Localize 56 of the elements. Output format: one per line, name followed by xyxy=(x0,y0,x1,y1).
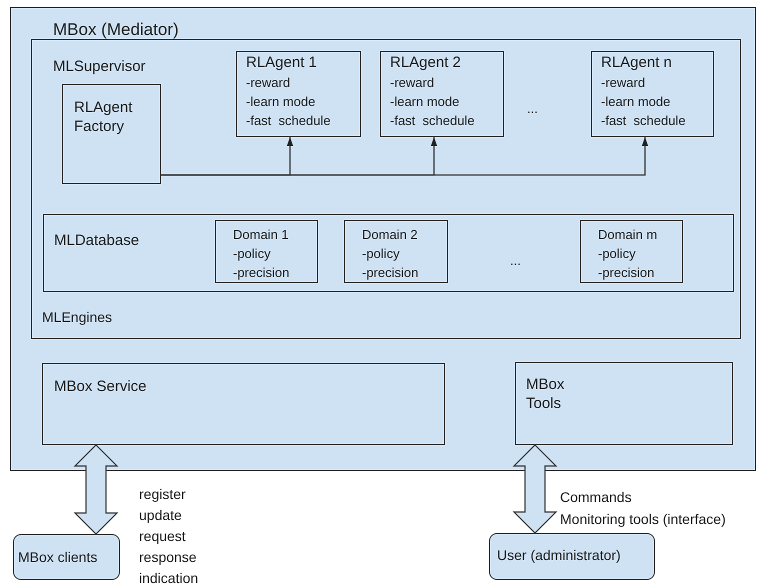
message-text: response xyxy=(139,548,197,566)
node-title: Domain m xyxy=(598,226,658,244)
service-box xyxy=(42,363,445,445)
message-text: update xyxy=(139,506,182,524)
node-attribute: -fast schedule xyxy=(601,112,686,130)
node-attribute: -learn mode xyxy=(601,93,670,111)
agent-box xyxy=(236,51,361,137)
node-attribute: -reward xyxy=(246,74,290,92)
ellipsis: ... xyxy=(510,252,521,270)
node-title: RLAgent n xyxy=(601,53,672,72)
node-attribute: -learn mode xyxy=(390,93,460,111)
message-text: register xyxy=(139,485,186,503)
domain-box xyxy=(344,220,448,283)
node-title: Domain 1 xyxy=(233,226,289,244)
domain-box xyxy=(215,220,318,283)
message-text: request xyxy=(139,527,186,545)
node-title: MBox Tools xyxy=(526,375,566,413)
message-text: Monitoring tools (interface) xyxy=(560,510,726,528)
node-title: MBox (Mediator) xyxy=(53,20,179,39)
node-attribute: -policy xyxy=(362,245,400,263)
node-title: MLDatabase xyxy=(54,231,140,250)
node-attribute: -reward xyxy=(390,74,434,92)
domain-box xyxy=(580,220,683,283)
node-attribute: -precision xyxy=(233,264,290,282)
node-attribute: -policy xyxy=(598,245,636,263)
arrow xyxy=(161,137,648,176)
clients-box xyxy=(13,534,120,580)
node-attribute: -learn mode xyxy=(246,93,316,111)
node-attribute: -fast schedule xyxy=(246,112,331,130)
node-title: MBox Service xyxy=(54,377,147,396)
node-title: RLAgent 1 xyxy=(246,53,317,72)
double-arrow xyxy=(74,444,118,535)
factory-box xyxy=(62,84,161,184)
node-attribute: -fast schedule xyxy=(390,112,475,130)
message-text: indication xyxy=(139,569,198,587)
node-title: Domain 2 xyxy=(362,226,418,244)
node-title: RLAgent Factory xyxy=(74,98,134,136)
node-attribute: -precision xyxy=(362,264,418,282)
database-container xyxy=(43,214,734,292)
tools-box xyxy=(515,362,733,445)
user-box xyxy=(489,533,655,580)
node-attribute: -policy xyxy=(233,245,271,263)
mediator-container xyxy=(10,7,756,471)
node-attribute: -precision xyxy=(598,264,654,282)
node-title: MLEngines xyxy=(42,308,112,327)
message-text: Commands xyxy=(560,488,632,506)
ellipsis: ... xyxy=(527,100,538,118)
group-heading: MLSupervisor xyxy=(53,58,146,76)
agent-box xyxy=(591,51,714,137)
engines-container xyxy=(31,39,741,339)
node-title: RLAgent 2 xyxy=(390,53,461,72)
node-title: MBox clients xyxy=(18,548,98,567)
double-arrow xyxy=(512,444,558,534)
node-attribute: -reward xyxy=(601,74,646,92)
node-title: User (administrator) xyxy=(497,546,621,565)
agent-box xyxy=(380,51,504,137)
